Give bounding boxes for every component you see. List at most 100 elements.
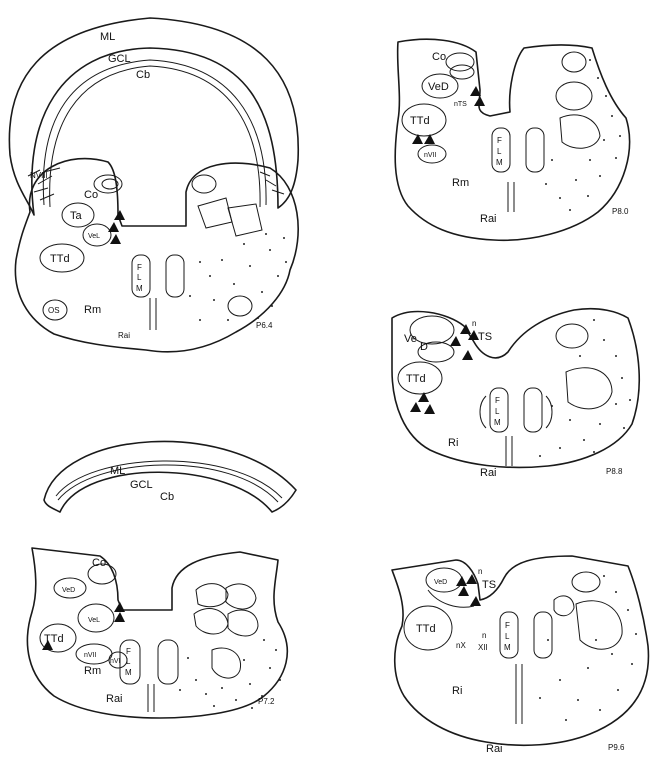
label-triangle [462, 350, 473, 360]
right-nucleus-a [562, 52, 586, 72]
brainstem-outline [392, 556, 648, 745]
label-ved: VeD [428, 81, 449, 93]
label-ve: Ve [404, 333, 417, 345]
right-nucleus-d [228, 610, 258, 636]
cell-dots [539, 575, 637, 721]
right-nucleus-b [566, 368, 612, 409]
label-rm: Rm [84, 665, 101, 677]
label-ttd: TTd [44, 633, 64, 645]
label-triangle [108, 222, 119, 232]
nviii-fibres [28, 168, 284, 200]
section-label-p6-4: P6.4 [256, 321, 273, 330]
label-ml: ML [100, 31, 115, 43]
label-rm: Rm [84, 304, 101, 316]
label-triangle [456, 576, 467, 586]
label-co: Co [84, 189, 98, 201]
flm-bundle-right [534, 612, 552, 658]
label-nx: nX [456, 641, 466, 650]
label-vel: VeL [88, 233, 100, 240]
section-p9-6: VeD n TS TTd nX n XII F L M Ri Rai P9.6 [392, 556, 648, 755]
label-flm-m: M [496, 158, 503, 167]
raphe-lines [506, 436, 512, 466]
section-label-p9-6: P9.6 [608, 743, 625, 752]
label-rai: Rai [480, 213, 497, 225]
right-nucleus-a [196, 584, 228, 607]
section-p8-8: Ve D n TS TTd F L M Ri Rai P8.8 [392, 309, 639, 479]
label-triangle [458, 586, 469, 596]
gcl-line-inner [50, 66, 260, 207]
label-os: OS [48, 306, 60, 315]
flm-bundle-right [166, 255, 184, 297]
label-flm-f: F [137, 263, 142, 272]
label-rai: Rai [118, 331, 130, 340]
label-triangle [474, 96, 485, 106]
right-nucleus-a [556, 324, 588, 348]
label-nvi: nVI [110, 658, 121, 665]
right-nucleus-b [226, 584, 256, 609]
section-p8-0: Co VeD nTS TTd nVII F L M Rm Rai P8.0 [395, 39, 629, 240]
label-flm-f: F [505, 621, 510, 630]
label-co: Co [432, 51, 446, 63]
label-flm-f: F [497, 136, 502, 145]
label-nviii: NVIII [30, 171, 48, 180]
label-flm-l: L [497, 147, 502, 156]
raphe-lines [516, 664, 522, 724]
label-triangle [460, 324, 471, 334]
right-nucleus-c [560, 115, 600, 148]
cell-dots [545, 59, 621, 211]
right-nucleus-a [192, 175, 216, 193]
flm-bundle-right [158, 640, 178, 684]
label-rai: Rai [486, 743, 503, 755]
label-vel: VeL [88, 617, 100, 624]
right-nucleus-b [576, 601, 622, 649]
brainstem-outline [392, 309, 639, 468]
label-triangle [114, 612, 125, 622]
label-nts: nTS [454, 101, 467, 108]
right-nucleus-b [198, 198, 232, 228]
label-nxii: XII [478, 643, 488, 652]
brainstem-outline [27, 548, 287, 718]
label-flm-l: L [495, 407, 500, 416]
label-n: n [472, 319, 476, 328]
label-ta: Ta [70, 210, 83, 222]
cell-dots [189, 233, 287, 321]
label-triangle [410, 402, 421, 412]
label-triangle [450, 336, 461, 346]
right-nucleus-e [212, 648, 241, 678]
section-p6-4: ML GCL Cb NVIII Co Ta VeL TTd F L M OS R… [9, 18, 298, 352]
right-nucleus-d [228, 296, 252, 316]
label-flm-m: M [125, 668, 132, 677]
label-flm-l: L [126, 657, 131, 666]
flm-bundle-right [524, 388, 542, 432]
label-ttd: TTd [416, 623, 436, 635]
label-rai: Rai [106, 693, 123, 705]
label-flm-m: M [494, 418, 501, 427]
label-ved: VeD [62, 587, 75, 594]
section-label-p7-2: P7.2 [258, 697, 275, 706]
label-triangle [114, 210, 125, 220]
right-nucleus-c [554, 596, 574, 616]
right-nucleus-b [556, 82, 592, 110]
section-p7-2: ML GCL Cb Co VeD VeL TTd nVII nVI F L M … [27, 441, 296, 718]
raphe-lines [150, 298, 156, 330]
label-flm-l: L [505, 632, 510, 641]
label-flm-m: M [504, 643, 511, 652]
label-cb: Cb [136, 69, 150, 81]
flm-bundle-right [526, 128, 544, 172]
label-cb: Cb [160, 491, 174, 503]
label-rai: Rai [480, 467, 497, 479]
right-nucleus-c [194, 609, 228, 634]
label-ttd: TTd [406, 373, 426, 385]
label-nxii-n: n [482, 631, 486, 640]
gcl-line-outer [43, 60, 266, 205]
label-ttd: TTd [50, 253, 70, 265]
label-ts: TS [482, 579, 496, 591]
section-label-p8-0: P8.0 [612, 207, 629, 216]
label-ri: Ri [452, 685, 462, 697]
co-nucleus-inner [450, 65, 474, 79]
label-flm-m: M [136, 284, 143, 293]
label-ttd: TTd [410, 115, 430, 127]
flm-brackets [480, 396, 552, 428]
cell-dots [539, 319, 631, 457]
